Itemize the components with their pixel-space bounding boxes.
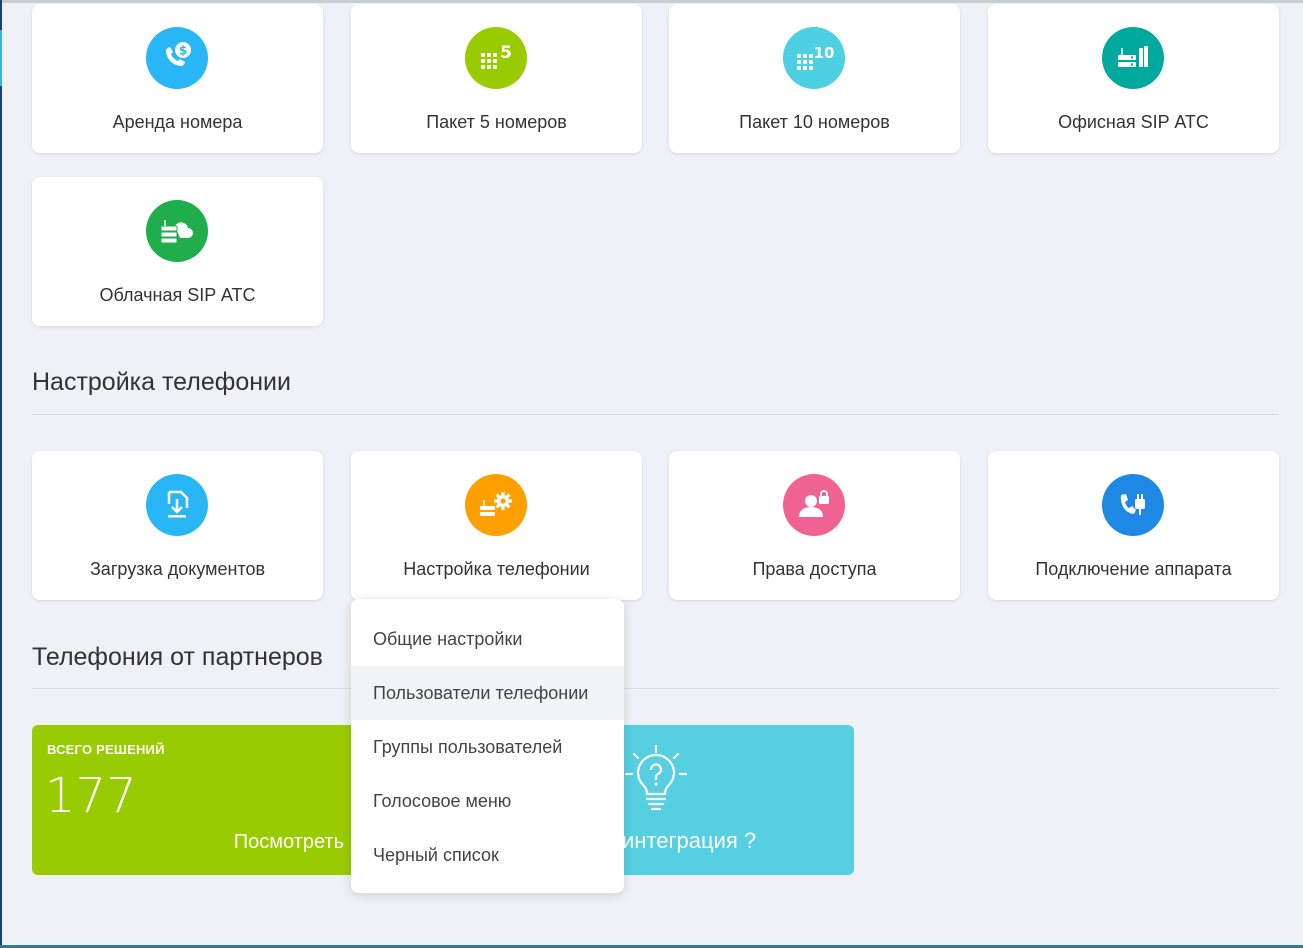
tile-label: Пакет 10 номеров [739,112,890,132]
tile-package-10[interactable]: 10 Пакет 10 номеров [669,4,960,153]
numpad-10-icon: 10 [783,27,845,89]
tile-device-connection[interactable]: Подключение аппарата [988,451,1279,600]
tile-access-rights[interactable]: Права доступа [669,451,960,600]
menu-item-blacklist[interactable]: Черный список [373,844,499,865]
menu-item-general-settings[interactable]: Общие настройки [373,628,523,649]
menu-item-telephony-users[interactable]: Пользователи телефонии [351,666,624,720]
telephony-settings-dropdown: Общие настройки Пользователи телефонии Г… [351,599,624,893]
lightbulb-question-icon [624,744,688,811]
tile-label: Подключение аппарата [1035,559,1232,579]
stat-caption: ВСЕГО РЕШЕНИЙ [47,742,165,757]
tile-label: Офисная SIP АТС [1058,112,1209,132]
left-border [0,0,2,948]
svg-text:5: 5 [500,43,512,63]
tile-number-rent[interactable]: $ Аренда номера [32,4,323,153]
tile-office-pbx[interactable]: Офисная SIP АТС [988,4,1279,153]
tile-label: Пакет 5 номеров [426,112,567,132]
stat-value: 177 [45,768,137,824]
section-divider [32,688,1279,689]
tile-label: Права доступа [752,559,877,579]
bottom-border [0,945,1303,948]
phone-plug-icon [1102,474,1164,536]
integration-text: интеграция ? [622,828,757,853]
document-download-icon [146,474,208,536]
cloud-pbx-icon [146,200,208,262]
tile-document-upload[interactable]: Загрузка документов [32,451,323,600]
view-link[interactable]: Посмотреть [233,831,344,853]
office-pbx-icon [1102,27,1164,89]
tile-package-5[interactable]: 5 Пакет 5 номеров [351,4,642,153]
section-divider [32,414,1279,415]
total-solutions-card[interactable]: ВСЕГО РЕШЕНИЙ 177 Посмотреть [32,725,352,875]
svg-text:$: $ [179,44,187,58]
tile-label: Аренда номера [112,112,243,132]
section-title-partners: Телефония от партнеров [32,643,323,671]
left-border-accent [0,30,2,86]
svg-text:10: 10 [814,44,834,62]
top-border [0,0,1303,3]
tile-label: Облачная SIP АТС [99,285,256,305]
menu-item-voice-menu[interactable]: Голосовое меню [373,790,512,811]
tile-cloud-pbx[interactable]: Облачная SIP АТС [32,177,323,326]
section-title-telephony-settings: Настройка телефонии [32,368,291,396]
tile-telephony-settings[interactable]: Настройка телефонии [351,451,642,600]
settings-gear-icon [465,474,527,536]
numpad-5-icon: 5 [465,27,527,89]
menu-item-user-groups[interactable]: Группы пользователей [373,736,563,757]
integration-card[interactable]: интеграция ? [600,725,854,875]
tile-label: Загрузка документов [89,559,266,579]
phone-dollar-icon: $ [146,27,208,89]
user-lock-icon [783,474,845,536]
tile-label: Настройка телефонии [403,559,590,579]
